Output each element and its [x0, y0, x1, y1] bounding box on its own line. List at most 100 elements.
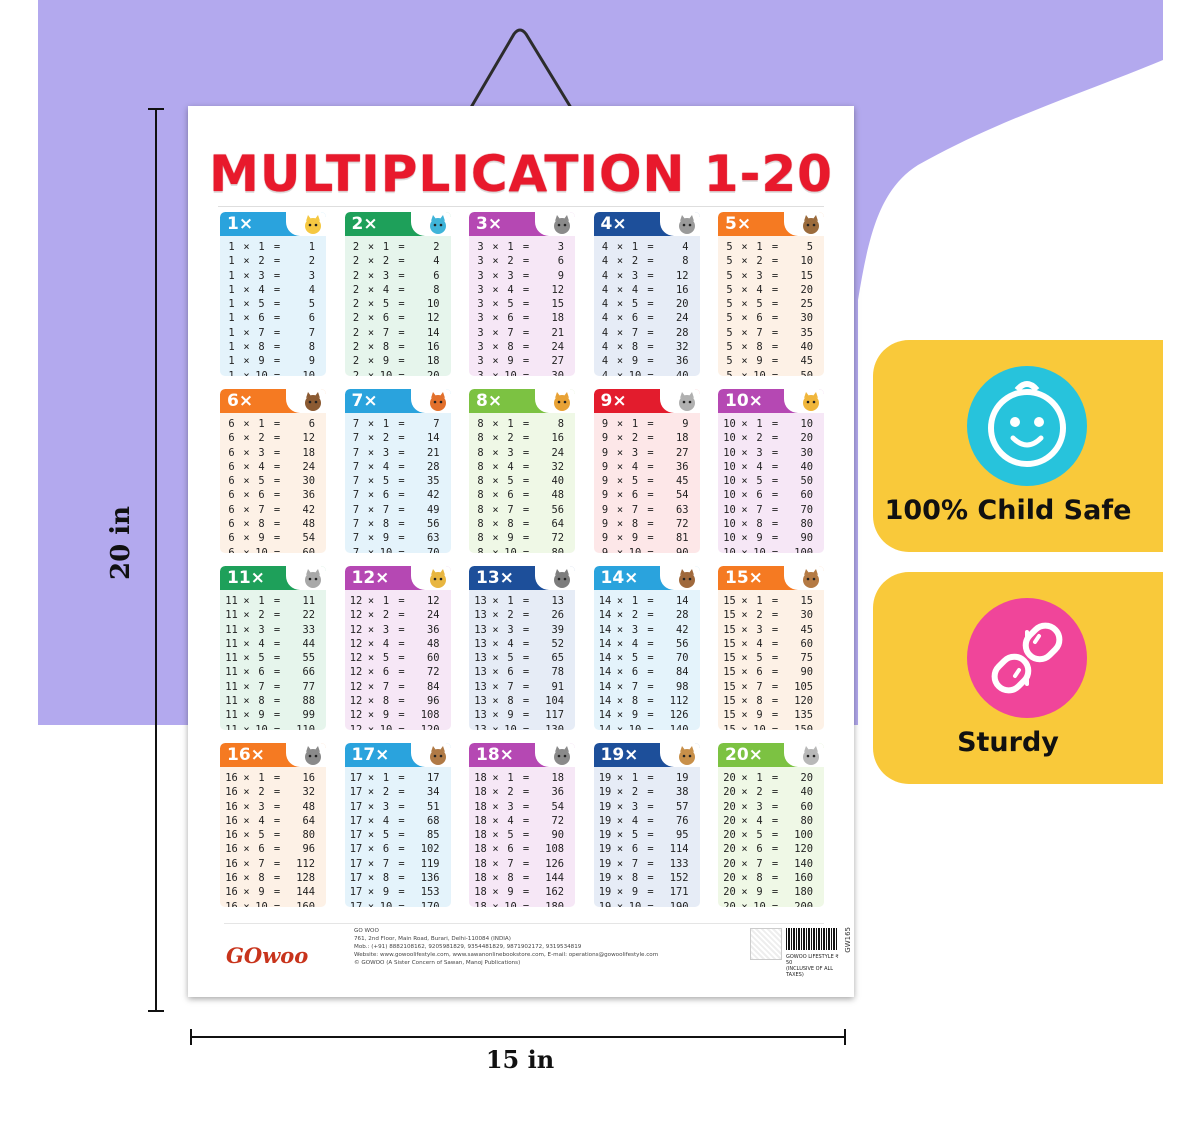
multiplier: 9 — [382, 886, 390, 899]
times-sign: × — [367, 255, 375, 268]
equals-sign: = — [771, 341, 779, 354]
table-row: 14×7=98 — [597, 680, 697, 694]
product: 54 — [302, 532, 315, 545]
multiplier: 8 — [507, 341, 514, 354]
equals-sign: = — [647, 786, 654, 799]
table-card-header: 8× — [469, 389, 575, 413]
equals-sign: = — [771, 326, 779, 339]
product: 56 — [426, 518, 440, 531]
multiplier: 6 — [756, 489, 763, 502]
multiplicand: 13 — [474, 623, 487, 636]
multiplier: 1 — [382, 595, 390, 607]
times-sign: × — [741, 886, 748, 899]
product: 120 — [420, 723, 440, 730]
times-sign: × — [741, 446, 748, 459]
equals-sign: = — [522, 900, 530, 907]
multiplicand: 5 — [726, 283, 733, 296]
multiplicand: 10 — [723, 418, 736, 430]
equals-sign: = — [398, 518, 405, 531]
times-sign: × — [616, 269, 624, 282]
multiplicand: 13 — [474, 666, 487, 679]
product: 45 — [675, 475, 689, 488]
multiplicand: 7 — [352, 503, 360, 516]
product: 72 — [675, 518, 689, 531]
product: 96 — [426, 695, 440, 708]
table-card-header: 13× — [469, 566, 575, 590]
equals-sign: = — [398, 255, 405, 268]
qr-code-icon — [750, 928, 782, 960]
multiplicand: 10 — [723, 460, 736, 473]
times-sign: × — [367, 312, 375, 325]
equals-sign: = — [273, 283, 281, 296]
multiplier: 7 — [258, 857, 265, 870]
times-sign: × — [243, 418, 250, 430]
multiplier: 7 — [756, 326, 763, 339]
product: 17 — [426, 772, 440, 784]
multiplicand: 15 — [723, 609, 736, 622]
table-row: 4×7=28 — [597, 326, 697, 340]
equals-sign: = — [771, 518, 779, 531]
equals-sign: = — [522, 532, 530, 545]
multiplier: 5 — [631, 652, 639, 665]
multiplier: 10 — [504, 723, 517, 730]
times-sign: × — [243, 489, 250, 502]
product: 20 — [426, 369, 440, 376]
multiplier: 4 — [507, 814, 514, 827]
table-row: 9×9=81 — [597, 531, 697, 545]
table-row: 11×5=55 — [223, 651, 323, 665]
equals-sign: = — [273, 886, 281, 899]
equals-sign: = — [273, 489, 281, 502]
table-card-header: 16× — [220, 743, 326, 767]
multiplier: 8 — [507, 695, 514, 708]
product: 57 — [675, 800, 689, 813]
multiplier: 10 — [504, 900, 517, 907]
equals-sign: = — [771, 857, 779, 870]
times-sign: × — [243, 623, 250, 636]
times-sign: × — [741, 772, 748, 784]
product: 200 — [794, 900, 813, 907]
table-row: 9×5=45 — [597, 474, 697, 488]
times-sign: × — [367, 595, 375, 607]
multiplicand: 4 — [601, 355, 609, 368]
table-row: 11×8=88 — [223, 694, 323, 708]
product: 64 — [551, 518, 564, 531]
multiplier: 8 — [382, 518, 390, 531]
times-sign: × — [741, 814, 748, 827]
multiplier: 3 — [756, 623, 763, 636]
equals-sign: = — [273, 680, 281, 693]
multiplier: 6 — [258, 312, 265, 325]
times-sign: × — [616, 772, 624, 784]
times-sign: × — [367, 772, 375, 784]
multiplier: 7 — [258, 503, 265, 516]
equals-sign: = — [647, 241, 654, 253]
table-row: 10×1=10 — [721, 417, 821, 431]
multiplier: 5 — [258, 298, 265, 311]
equals-sign: = — [522, 298, 530, 311]
equals-sign: = — [522, 460, 530, 473]
multiplicand: 17 — [349, 886, 363, 899]
multiplier: 6 — [756, 843, 763, 856]
times-sign: × — [616, 709, 624, 722]
table-row: 5×1=5 — [721, 240, 821, 254]
table-row: 19×7=133 — [597, 857, 697, 871]
times-sign: × — [367, 872, 375, 885]
equals-sign: = — [647, 418, 654, 430]
product: 100 — [794, 546, 813, 553]
product: 70 — [675, 652, 689, 665]
equals-sign: = — [771, 872, 779, 885]
table-row: 7×2=14 — [348, 431, 448, 445]
table-row: 8×9=72 — [472, 531, 572, 545]
multiplier: 8 — [507, 872, 514, 885]
equals-sign: = — [522, 418, 530, 430]
table-row: 14×2=28 — [597, 608, 697, 622]
times-sign: × — [492, 814, 499, 827]
table-row: 20×2=40 — [721, 785, 821, 799]
product: 72 — [426, 666, 440, 679]
product: 55 — [302, 652, 315, 665]
multiplier: 3 — [258, 623, 265, 636]
multiplier: 5 — [631, 829, 639, 842]
multiplier: 4 — [258, 460, 265, 473]
